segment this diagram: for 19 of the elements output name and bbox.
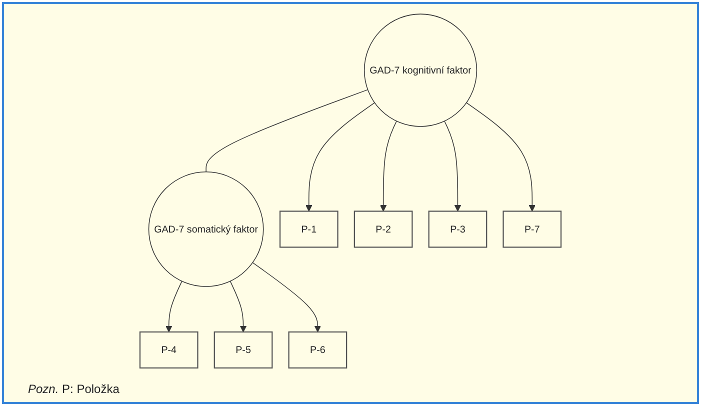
node-box (288, 331, 348, 368)
arrow (166, 280, 182, 332)
node-box (214, 331, 273, 368)
node-circle (148, 172, 264, 287)
arrow (466, 102, 536, 212)
node-box (354, 210, 413, 248)
arrow (306, 102, 375, 212)
arrow (252, 262, 322, 332)
node-box (428, 210, 488, 248)
path-diagram: GAD-7 kognitivní faktor GAD-7 somatický faktor P-1 P-2 P-3 P-7 P-4 P-5 P-6 (10, 8, 691, 374)
node-box (139, 331, 198, 368)
note-text: Pozn. P: Položka (28, 382, 120, 396)
node-circle (364, 14, 478, 127)
arrow (444, 120, 462, 212)
connector (206, 89, 368, 172)
node-box (279, 210, 338, 248)
node-box (502, 210, 562, 248)
arrow (230, 280, 247, 332)
arrow (380, 120, 397, 212)
